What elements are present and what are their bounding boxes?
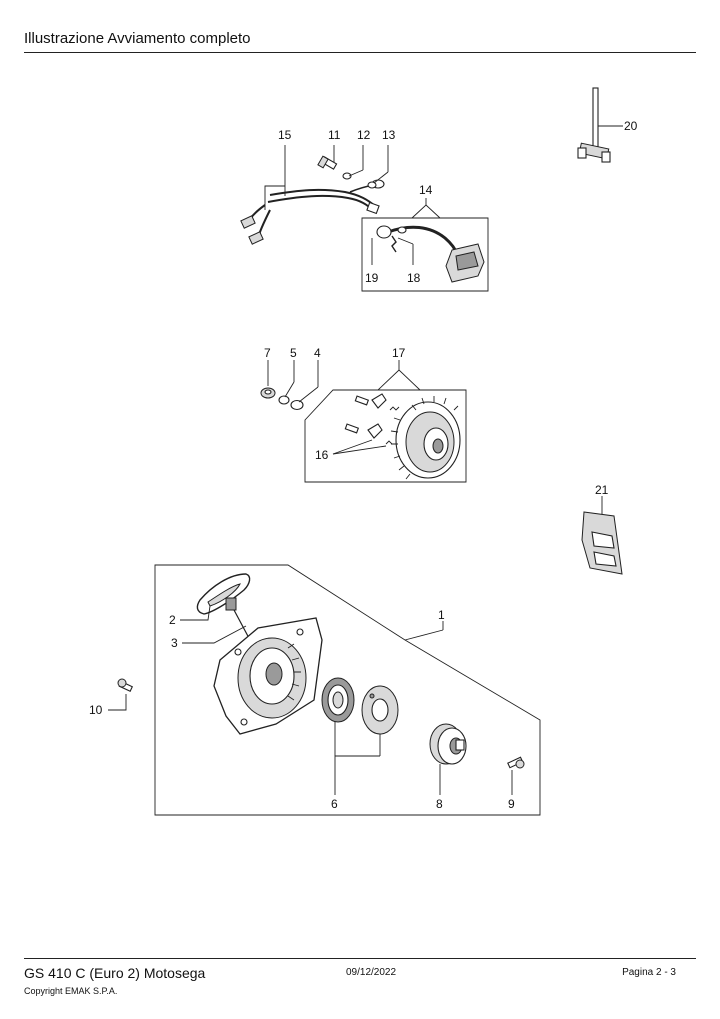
coil-callout-box (361, 217, 489, 292)
starter-group (108, 564, 541, 816)
callout-21: 21 (595, 483, 609, 497)
screw-10-part (117, 678, 134, 692)
screw-11-part (317, 155, 338, 170)
callout-20: 20 (624, 119, 638, 133)
flywheel-group (260, 360, 467, 483)
callout-7: 7 (264, 346, 271, 360)
page-title: Illustrazione Avviamento completo (24, 30, 251, 47)
callout-3: 3 (171, 636, 178, 650)
callout-5: 5 (290, 346, 297, 360)
callout-9: 9 (508, 797, 515, 811)
rope-pulley-part (429, 723, 467, 765)
callout-19: 19 (365, 271, 379, 285)
ignition-coil-part (376, 225, 485, 283)
screw-9-part (507, 756, 525, 769)
washer-5-part (278, 395, 290, 405)
wiring-harness-part (240, 179, 385, 245)
footer-divider (24, 958, 696, 959)
callout-6: 6 (331, 797, 338, 811)
washer-13-part (367, 181, 377, 189)
starter-callout-box (154, 564, 541, 816)
callout-12: 12 (357, 128, 371, 142)
callout-14: 14 (419, 183, 433, 197)
header-divider (24, 52, 696, 53)
callout-11: 11 (328, 128, 341, 142)
page-number: Pagina 2 - 3 (622, 967, 676, 978)
starter-housing-part (213, 617, 323, 735)
print-date: 09/12/2022 (346, 967, 397, 978)
ignition-group (240, 145, 489, 292)
callout-10: 10 (89, 703, 103, 717)
spring-cover-part (361, 685, 399, 735)
callout-1: 1 (438, 608, 445, 622)
starter-handle-part (196, 573, 251, 641)
callout-2: 2 (169, 613, 176, 627)
washer-12-part (342, 172, 352, 180)
pawl-screws-part (344, 393, 400, 445)
callout-15: 15 (278, 128, 292, 142)
callout-17: 17 (392, 346, 406, 360)
callout-8: 8 (436, 797, 443, 811)
t-wrench-part (577, 87, 623, 163)
plate-part (581, 496, 623, 575)
callout-4: 4 (314, 346, 321, 360)
callout-13: 13 (382, 128, 396, 142)
flywheel-callout-box (304, 389, 467, 483)
callout-18: 18 (407, 271, 421, 285)
copyright-notice: Copyright EMAK S.P.A. (24, 986, 118, 996)
rewind-spring-part (321, 677, 355, 723)
callout-16: 16 (315, 448, 329, 462)
washer-4-part (290, 399, 304, 411)
flywheel-part (390, 396, 461, 480)
model-name: GS 410 C (Euro 2) Motosega (24, 965, 206, 981)
nut-7-part (260, 387, 276, 399)
